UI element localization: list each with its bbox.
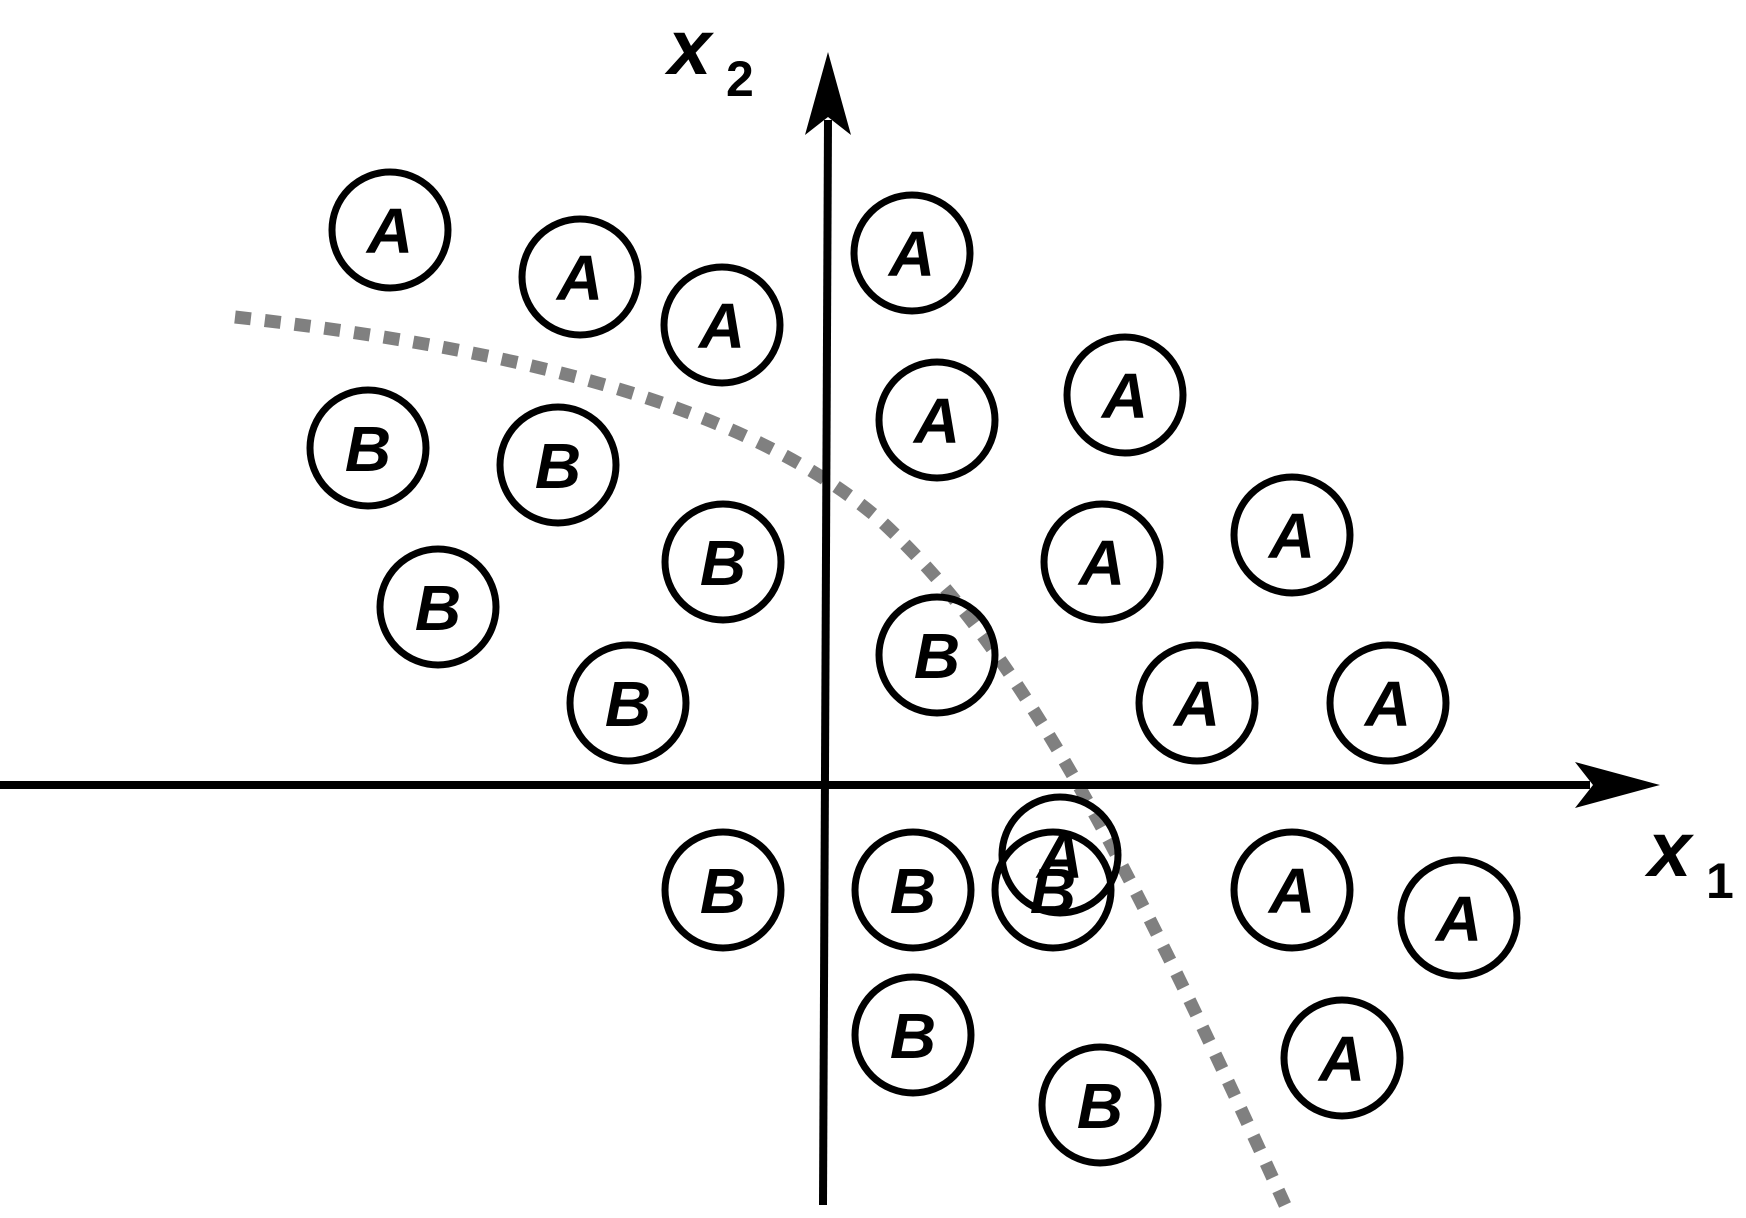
point-label: A <box>555 242 603 314</box>
point-circle <box>850 191 974 315</box>
point-circle <box>661 828 785 952</box>
point-label: A <box>1172 668 1220 740</box>
point-a: A <box>1063 333 1187 457</box>
point-circle <box>376 545 500 669</box>
point-circle <box>660 263 784 387</box>
point-label: A <box>1100 360 1148 432</box>
point-a: A <box>998 793 1122 917</box>
point-label: A <box>912 385 960 457</box>
point-a: A <box>660 263 784 387</box>
point-label: A <box>1077 527 1125 599</box>
point-circle <box>306 386 430 510</box>
point-circle <box>1135 641 1259 765</box>
point-b: B <box>661 500 785 624</box>
point-label: B <box>1077 1070 1123 1142</box>
point-b: B <box>991 828 1115 952</box>
point-circle <box>1038 1043 1162 1167</box>
point-b: B <box>661 828 785 952</box>
point-a: A <box>1397 856 1521 980</box>
point-b: B <box>851 828 975 952</box>
x-axis-arrowhead <box>1575 762 1660 808</box>
point-b: B <box>566 641 690 765</box>
point-a: A <box>518 215 642 339</box>
svg-text:x: x <box>664 3 715 91</box>
point-label: A <box>1267 855 1315 927</box>
decision-boundary <box>234 310 1291 1208</box>
svg-text:1: 1 <box>1706 853 1734 909</box>
point-circle <box>875 358 999 482</box>
y-axis-arrowhead <box>805 52 851 135</box>
point-circle <box>1326 641 1450 765</box>
point-b: B <box>376 545 500 669</box>
point-label: B <box>605 668 651 740</box>
point-b: B <box>1038 1043 1162 1167</box>
point-label: B <box>345 413 391 485</box>
point-label: A <box>1363 668 1411 740</box>
point-circle <box>851 973 975 1097</box>
point-circle <box>566 641 690 765</box>
point-circle <box>1040 500 1164 624</box>
point-label: A <box>1434 883 1482 955</box>
point-a: A <box>850 191 974 315</box>
point-circle <box>518 215 642 339</box>
point-label: B <box>415 572 461 644</box>
point-a: A <box>1230 828 1354 952</box>
point-a: A <box>1326 641 1450 765</box>
point-label: A <box>365 195 413 267</box>
point-label: A <box>697 290 745 362</box>
x-axis-label: x 1 <box>1644 805 1734 909</box>
point-circle <box>1230 828 1354 952</box>
point-circle <box>991 828 1115 952</box>
point-a: A <box>1230 473 1354 597</box>
point-circle <box>851 828 975 952</box>
svg-text:2: 2 <box>726 51 754 107</box>
point-circle <box>1397 856 1521 980</box>
point-b: B <box>306 386 430 510</box>
point-circle <box>998 793 1122 917</box>
point-circle <box>1063 333 1187 457</box>
y-axis-line <box>819 119 832 1206</box>
point-label: B <box>890 855 936 927</box>
point-label: A <box>887 218 935 290</box>
point-circle <box>328 168 452 292</box>
point-circle <box>1230 473 1354 597</box>
point-label: B <box>700 527 746 599</box>
point-a: A <box>875 358 999 482</box>
y-axis-label: x 2 <box>664 3 754 107</box>
point-label: A <box>1267 500 1315 572</box>
point-circle <box>1280 996 1404 1120</box>
point-b: B <box>851 973 975 1097</box>
point-label: A <box>1317 1023 1365 1095</box>
svg-text:x: x <box>1644 805 1695 893</box>
point-a: A <box>1280 996 1404 1120</box>
point-label: B <box>1030 855 1076 927</box>
point-circle <box>496 403 620 527</box>
point-circle <box>875 593 999 717</box>
point-label: B <box>535 430 581 502</box>
point-circle <box>661 500 785 624</box>
point-label: B <box>914 620 960 692</box>
point-a: A <box>1135 641 1259 765</box>
point-a: A <box>1040 500 1164 624</box>
point-label: B <box>890 1000 936 1072</box>
point-a: A <box>328 168 452 292</box>
point-label: B <box>700 855 746 927</box>
point-b: B <box>496 403 620 527</box>
point-b: B <box>875 593 999 717</box>
